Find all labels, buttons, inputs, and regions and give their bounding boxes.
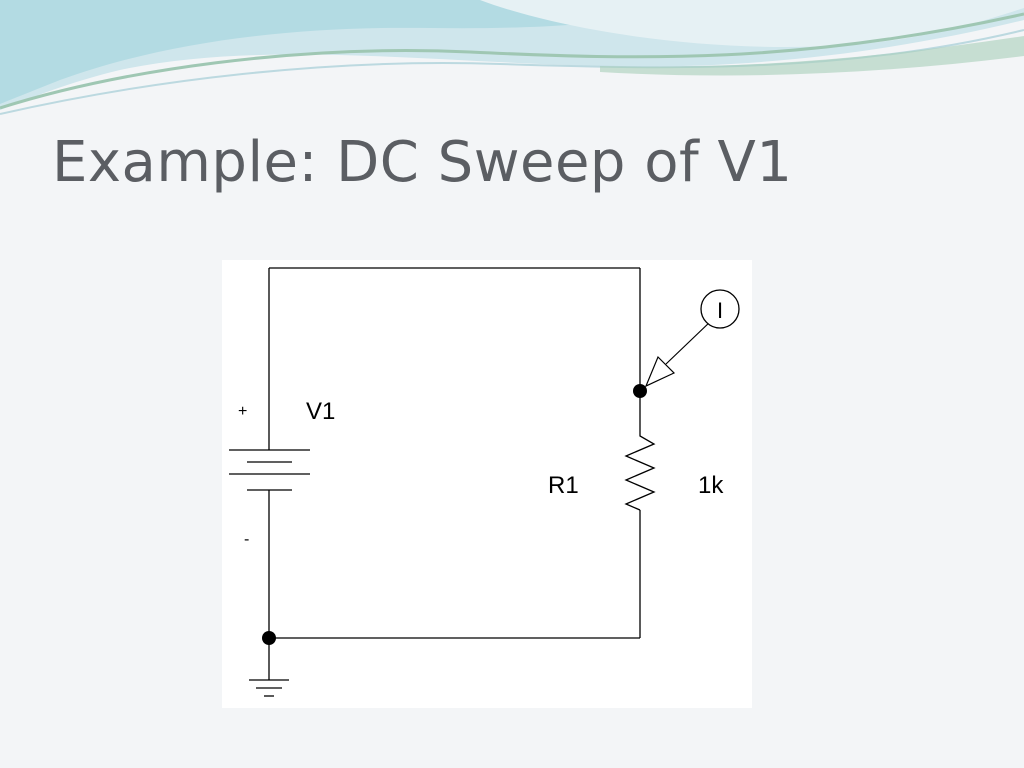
circuit-schematic: I + - V1 R1 1k <box>222 260 752 708</box>
probe-arrow <box>644 355 676 388</box>
schematic-svg: I + - V1 R1 1k <box>229 267 740 697</box>
probe-junction-dot <box>633 384 647 398</box>
source-minus-label: - <box>244 531 249 548</box>
source-plus-label: + <box>238 403 247 420</box>
wave-band-front <box>0 0 720 104</box>
source-name-label: V1 <box>306 398 335 425</box>
wave-header-decoration <box>0 0 1024 115</box>
probe-circle <box>700 289 740 329</box>
wave-band-highlight <box>480 0 1024 47</box>
current-probe-marker[interactable]: I <box>644 289 740 388</box>
ground-icon <box>249 679 289 697</box>
wave-band-green <box>600 36 1024 76</box>
resistor-symbol <box>624 433 656 511</box>
resistor-value-label: 1k <box>698 472 724 499</box>
probe-lead <box>665 319 713 365</box>
probe-symbol: I <box>717 298 723 323</box>
voltage-source-symbol <box>229 449 310 491</box>
ground-junction-dot <box>262 631 276 645</box>
resistor-name-label: R1 <box>548 472 579 499</box>
wave-line-green <box>0 12 1024 110</box>
slide-title: Example: DC Sweep of V1 <box>52 130 793 195</box>
